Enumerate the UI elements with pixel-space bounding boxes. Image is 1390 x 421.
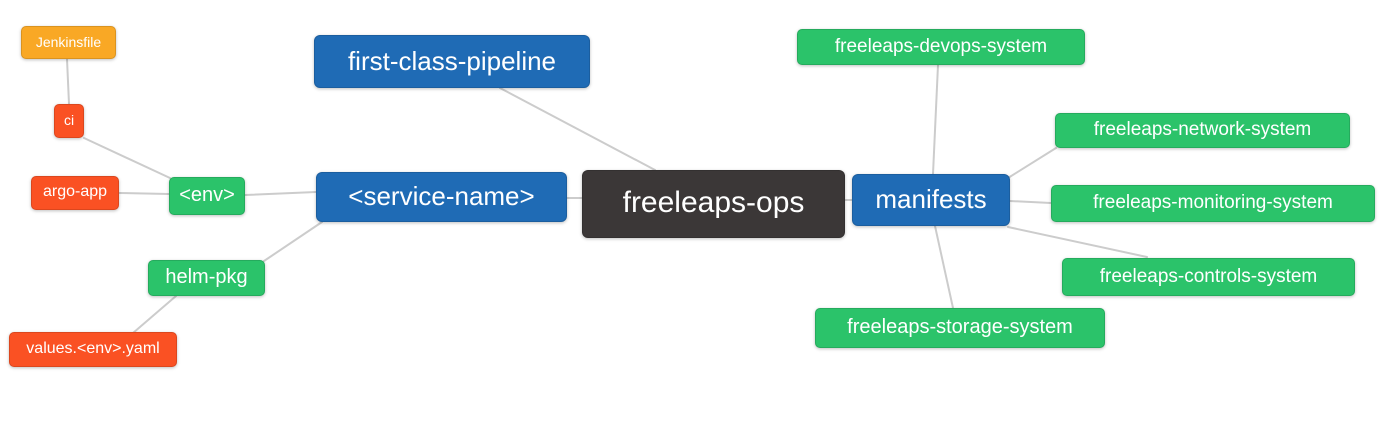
node-service-name[interactable]: <service-name> xyxy=(316,172,567,222)
node-argo-app[interactable]: argo-app xyxy=(31,176,119,210)
node-freeleaps-ops[interactable]: freeleaps-ops xyxy=(582,170,845,238)
node-ci[interactable]: ci xyxy=(54,104,84,138)
node-freeleaps-devops-system[interactable]: freeleaps-devops-system xyxy=(797,29,1085,65)
node-values-env-yaml[interactable]: values.<env>.yaml xyxy=(9,332,177,367)
node-freeleaps-controls-system[interactable]: freeleaps-controls-system xyxy=(1062,258,1355,296)
node-helm-pkg[interactable]: helm-pkg xyxy=(148,260,265,296)
node-manifests[interactable]: manifests xyxy=(852,174,1010,226)
node-first-class-pipeline[interactable]: first-class-pipeline xyxy=(314,35,590,88)
node-jenkinsfile[interactable]: Jenkinsfile xyxy=(21,26,116,59)
node-freeleaps-storage-system[interactable]: freeleaps-storage-system xyxy=(815,308,1105,348)
node-freeleaps-monitoring-system[interactable]: freeleaps-monitoring-system xyxy=(1051,185,1375,222)
node-freeleaps-network-system[interactable]: freeleaps-network-system xyxy=(1055,113,1350,148)
node-env[interactable]: <env> xyxy=(169,177,245,215)
